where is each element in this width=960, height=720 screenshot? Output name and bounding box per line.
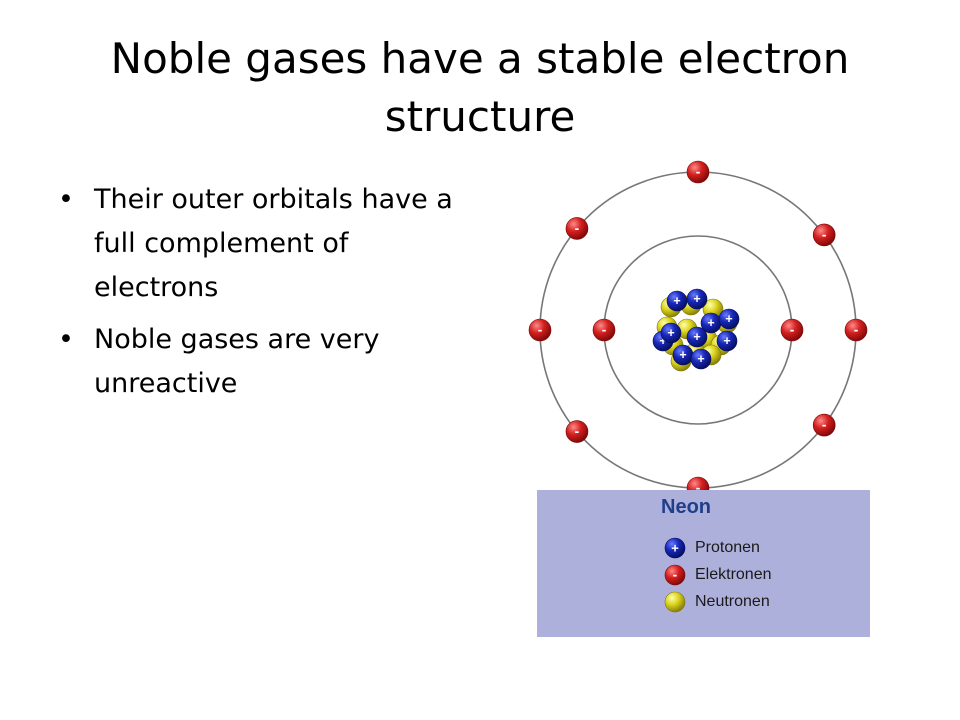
neutron-icon [664, 591, 686, 613]
proton: + [718, 308, 740, 330]
legend-label: Neutronen [695, 593, 770, 610]
svg-text:+: + [697, 352, 704, 366]
electron-icon: - [664, 564, 686, 586]
proton: + [660, 322, 682, 344]
proton: + [666, 290, 688, 312]
svg-text:+: + [707, 316, 714, 330]
legend-item-electron: - Elektronen [663, 564, 772, 586]
svg-text:-: - [822, 418, 827, 433]
svg-text:-: - [538, 323, 543, 338]
proton: + [672, 344, 694, 366]
svg-text:+: + [671, 541, 679, 556]
svg-text:-: - [602, 323, 607, 338]
bullet-item: • Their outer orbitals have a full compl… [56, 178, 456, 310]
svg-text:+: + [693, 292, 700, 306]
legend-item-proton: + Protonen [663, 537, 760, 559]
svg-text:-: - [673, 567, 678, 583]
bullet-item: • Noble gases are very unreactive [56, 318, 456, 406]
legend-panel: Neon + Protonen - Elektronen Neutronen [537, 490, 870, 637]
proton: + [700, 312, 722, 334]
svg-text:+: + [679, 348, 686, 362]
svg-text:-: - [696, 165, 701, 180]
bullet-text: Noble gases are very unreactive [94, 324, 380, 399]
proton: + [686, 288, 708, 310]
electron: - [592, 318, 616, 342]
electron: - [565, 217, 589, 240]
electron: - [528, 318, 552, 342]
neon-atom-diagram: ++++++++++ ---------- [528, 160, 868, 500]
svg-text:-: - [696, 481, 701, 496]
svg-text:-: - [854, 323, 859, 338]
proton: + [716, 330, 738, 352]
electron: - [780, 318, 804, 342]
svg-text:-: - [575, 221, 580, 236]
slide-title: Noble gases have a stable electron struc… [110, 34, 850, 141]
electron: - [686, 160, 710, 184]
electron: - [565, 420, 589, 443]
proton: + [690, 348, 712, 370]
svg-text:+: + [673, 294, 680, 308]
svg-text:+: + [723, 334, 730, 348]
bullet-marker: • [58, 184, 74, 215]
electron: - [812, 223, 836, 247]
legend-title: Neon [661, 496, 711, 518]
electron: - [812, 413, 836, 437]
bullet-list: • Their outer orbitals have a full compl… [56, 178, 456, 414]
proton-icon: + [664, 537, 686, 559]
electron: - [844, 318, 868, 342]
svg-text:+: + [667, 326, 674, 340]
legend-label: Protonen [695, 539, 760, 556]
bullet-marker: • [58, 324, 74, 355]
svg-text:-: - [575, 424, 580, 439]
nucleus: ++++++++++ [652, 288, 740, 372]
svg-text:-: - [790, 323, 795, 338]
svg-text:+: + [659, 334, 666, 348]
electrons: - - - - - - - - - - [528, 160, 868, 500]
legend-label: Elektronen [695, 566, 772, 583]
svg-text:+: + [693, 330, 700, 344]
svg-text:+: + [725, 312, 732, 326]
svg-text:-: - [822, 228, 827, 243]
legend-item-neutron: Neutronen [663, 591, 770, 613]
proton: + [686, 326, 708, 348]
bullet-text: Their outer orbitals have a full complem… [94, 184, 453, 303]
